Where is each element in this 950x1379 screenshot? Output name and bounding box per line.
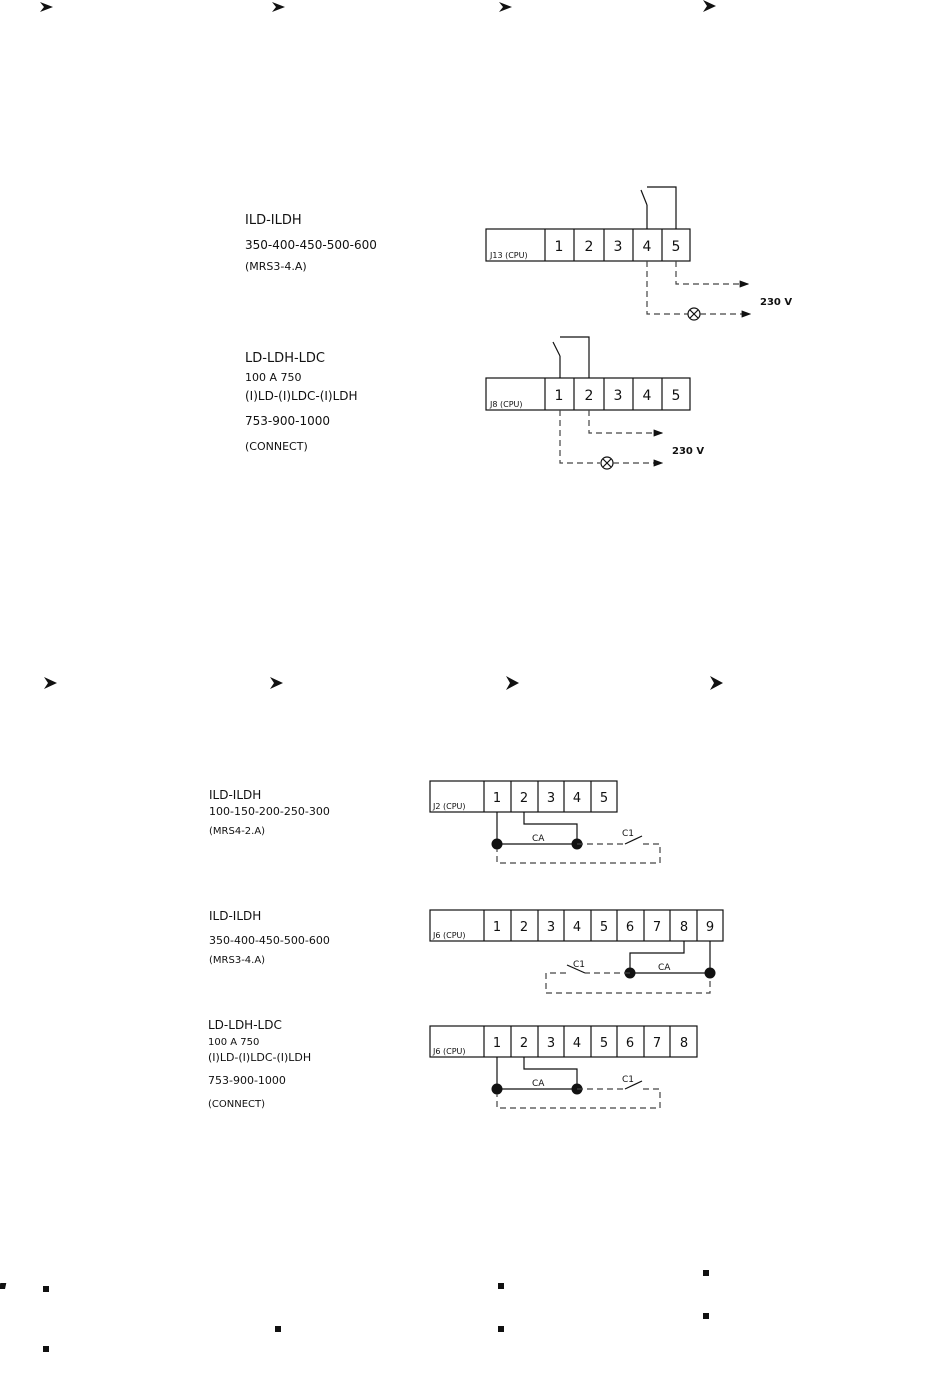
- terminal-9: 9: [706, 920, 714, 935]
- connector-block: [429, 780, 618, 813]
- diagram-5-ref: (CONNECT): [208, 1099, 265, 1110]
- diagram-5-sizes: 753-900-1000: [208, 1074, 286, 1087]
- diagram-3-sizes: 100-150-200-250-300: [209, 805, 330, 818]
- diagram-3: ILD-ILDH 100-150-200-250-300 (MRS4-2.A) …: [209, 780, 661, 864]
- diagram-2-model: LD-LDH-LDC: [245, 351, 325, 366]
- contact-label-c1: C1: [622, 829, 634, 839]
- switch-icon: [640, 189, 648, 206]
- terminal-4: 4: [573, 920, 581, 935]
- terminal-1: 1: [493, 920, 501, 935]
- contact-label-c1: C1: [622, 1075, 634, 1085]
- terminal-2: 2: [585, 239, 594, 255]
- square-bullet-icon: [0, 1283, 7, 1289]
- terminal-5: 5: [672, 388, 681, 404]
- square-bullet-icon: [498, 1283, 504, 1289]
- voltage-label: 230 V: [672, 446, 704, 457]
- switch-icon: [624, 1080, 643, 1090]
- diagram-1-sizes: 350-400-450-500-600: [245, 238, 377, 252]
- square-bullet-icon: [703, 1313, 709, 1319]
- terminal-3: 3: [614, 388, 623, 404]
- terminal-1: 1: [493, 791, 501, 806]
- diagram-2-variants: (I)LD-(I)LDC-(I)LDH: [245, 389, 358, 403]
- square-bullet-icon: [275, 1326, 281, 1332]
- diagram-3-ref: (MRS4-2.A): [209, 826, 265, 837]
- diagram-3-model: ILD-ILDH: [209, 788, 261, 802]
- terminal-5: 5: [600, 920, 608, 935]
- arrow-bullet-icon: [703, 0, 716, 12]
- terminal-2: 2: [585, 388, 594, 404]
- diagram-2-ref: (CONNECT): [245, 440, 308, 453]
- terminal-8: 8: [680, 920, 688, 935]
- diagram-4-model: ILD-ILDH: [209, 909, 261, 923]
- diagram-2-sizes: 753-900-1000: [245, 414, 330, 428]
- diagram-4-sizes: 350-400-450-500-600: [209, 934, 330, 947]
- terminal-7: 7: [653, 1036, 661, 1051]
- arrow-bullet-icon: [710, 676, 723, 690]
- diagram-5-model: LD-LDH-LDC: [208, 1018, 282, 1032]
- terminal-3: 3: [614, 239, 623, 255]
- terminal-2: 2: [520, 791, 528, 806]
- terminal-6: 6: [626, 1036, 634, 1051]
- diagram-1: ILD-ILDH 350-400-450-500-600 (MRS3-4.A) …: [245, 186, 792, 321]
- diagram-5-range: 100 A 750: [208, 1037, 259, 1048]
- arrow-bullet-icon: [44, 677, 57, 689]
- connector-block: [485, 377, 691, 411]
- connector-label: J2 (CPU): [432, 802, 466, 811]
- connector-label: J13 (CPU): [489, 251, 528, 260]
- square-bullets: [0, 1270, 709, 1352]
- connector-label: J8 (CPU): [489, 400, 523, 409]
- diagram-4-ref: (MRS3-4.A): [209, 955, 265, 966]
- switch-icon: [624, 835, 643, 845]
- terminal-1: 1: [493, 1036, 501, 1051]
- terminal-3: 3: [547, 791, 555, 806]
- diagram-1-ref: (MRS3-4.A): [245, 260, 307, 273]
- diagram-2-range: 100 A 750: [245, 371, 302, 384]
- terminal-5: 5: [600, 791, 608, 806]
- square-bullet-icon: [703, 1270, 709, 1276]
- square-bullet-icon: [43, 1286, 49, 1292]
- connector-label: J6 (CPU): [432, 1047, 466, 1056]
- square-bullet-icon: [498, 1326, 504, 1332]
- arrow-bullet-icon: [272, 2, 285, 12]
- diagram-5: LD-LDH-LDC 100 A 750 (I)LD-(I)LDC-(I)LDH…: [208, 1018, 698, 1110]
- switch-icon: [552, 341, 561, 357]
- contact-label-ca: CA: [532, 834, 545, 844]
- terminal-4: 4: [573, 1036, 581, 1051]
- terminal-4: 4: [643, 388, 652, 404]
- terminal-4: 4: [643, 239, 652, 255]
- contact-label-c1: C1: [573, 960, 585, 970]
- contact-label-ca: CA: [658, 963, 671, 973]
- arrow-bullet-icon: [499, 2, 512, 12]
- connector-block: [485, 228, 691, 262]
- diagram-1-model: ILD-ILDH: [245, 213, 302, 228]
- terminal-1: 1: [555, 239, 564, 255]
- terminal-5: 5: [672, 239, 681, 255]
- arrow-bullet-row-1: [40, 0, 716, 12]
- diagram-2: LD-LDH-LDC 100 A 750 (I)LD-(I)LDC-(I)LDH…: [245, 336, 704, 470]
- terminal-3: 3: [547, 920, 555, 935]
- arrow-bullet-icon: [40, 2, 53, 12]
- terminal-3: 3: [547, 1036, 555, 1051]
- switch-icon: [566, 964, 586, 974]
- terminal-1: 1: [555, 388, 564, 404]
- arrow-bullet-icon: [270, 677, 283, 689]
- terminal-5: 5: [600, 1036, 608, 1051]
- terminal-2: 2: [520, 920, 528, 935]
- voltage-label: 230 V: [760, 297, 792, 308]
- diagram-5-variants: (I)LD-(I)LDC-(I)LDH: [208, 1051, 311, 1064]
- arrow-bullet-icon: [506, 676, 519, 690]
- connector-block: [429, 909, 724, 942]
- terminal-2: 2: [520, 1036, 528, 1051]
- terminal-7: 7: [653, 920, 661, 935]
- contact-label-ca: CA: [532, 1079, 545, 1089]
- terminal-6: 6: [626, 920, 634, 935]
- diagram-4: ILD-ILDH 350-400-450-500-600 (MRS3-4.A) …: [209, 909, 724, 994]
- connector-label: J6 (CPU): [432, 931, 466, 940]
- terminal-4: 4: [573, 791, 581, 806]
- arrow-bullet-row-2: [44, 676, 723, 690]
- square-bullet-icon: [43, 1346, 49, 1352]
- terminal-8: 8: [680, 1036, 688, 1051]
